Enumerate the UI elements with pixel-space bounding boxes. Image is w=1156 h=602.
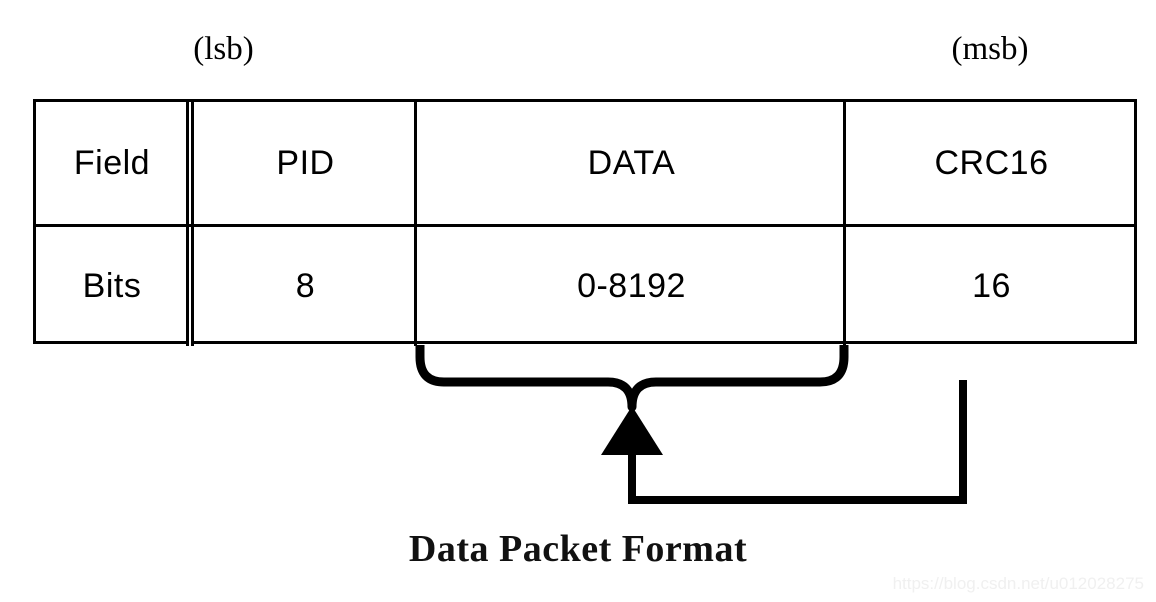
column-separator-data-crc16 bbox=[843, 227, 846, 346]
cell-bits-pid: 8 bbox=[295, 267, 316, 305]
column-separator-pid-data bbox=[414, 102, 417, 224]
cell-field-pid: PID bbox=[276, 143, 335, 182]
table-row: Field PID DATA CRC16 bbox=[36, 102, 1134, 224]
table-row: Bits 8 0-8192 16 bbox=[36, 224, 1134, 346]
brace-arrow-annotation bbox=[415, 345, 967, 504]
column-separator-field-pid bbox=[186, 102, 194, 224]
up-arrowhead-icon bbox=[601, 406, 663, 455]
data-field-brace bbox=[415, 345, 849, 412]
packet-field-table: Field PID DATA CRC16 Bits 8 0-8192 16 bbox=[33, 99, 1137, 346]
watermark: https://blog.csdn.net/u012028275 bbox=[892, 574, 1144, 593]
column-separator-data-crc16 bbox=[843, 102, 846, 224]
row-header-bits: Bits bbox=[82, 267, 142, 305]
cell-bits-data: 0-8192 bbox=[577, 267, 686, 305]
column-separator-pid-data bbox=[414, 227, 417, 346]
msb-label: (msb) bbox=[951, 31, 1029, 67]
cell-field-crc16: CRC16 bbox=[934, 143, 1049, 182]
crc16-pointer-line bbox=[628, 380, 967, 504]
diagram-caption: Data Packet Format bbox=[408, 528, 748, 570]
cell-bits-crc16: 16 bbox=[972, 267, 1011, 305]
row-header-field: Field bbox=[73, 143, 151, 182]
column-separator-field-pid bbox=[186, 227, 194, 346]
cell-field-data: DATA bbox=[587, 143, 676, 182]
lsb-label: (lsb) bbox=[193, 31, 254, 67]
